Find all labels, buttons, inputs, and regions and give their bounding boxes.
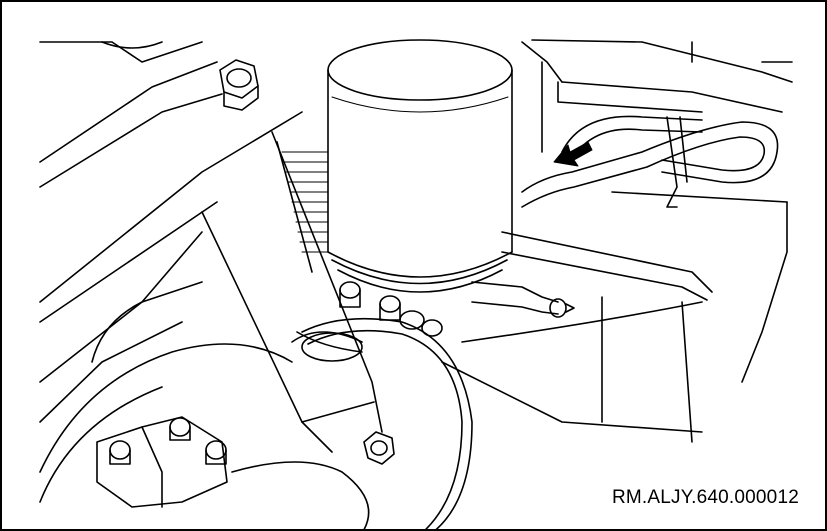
pipe-and-clip: [521, 115, 779, 208]
body-panel-upper-left: [39, 41, 303, 423]
hose-loop: [301, 317, 473, 529]
support-arm: [201, 131, 383, 453]
mounting-tray: [441, 231, 713, 443]
arrow-pointer-icon: [553, 141, 593, 167]
valve-fittings: [339, 281, 575, 337]
hex-bolt-bottom: [363, 431, 395, 465]
frame-rail-lower-left: [39, 281, 370, 529]
ribbed-bracket: [276, 141, 329, 273]
lower-bracket: [96, 416, 228, 508]
body-panel-upper-right: [521, 39, 793, 383]
air-dryer-canister: [327, 39, 513, 293]
hex-bolt-top: [219, 59, 259, 111]
figure-reference-code: RM.ALJY.640.000012: [609, 487, 801, 509]
